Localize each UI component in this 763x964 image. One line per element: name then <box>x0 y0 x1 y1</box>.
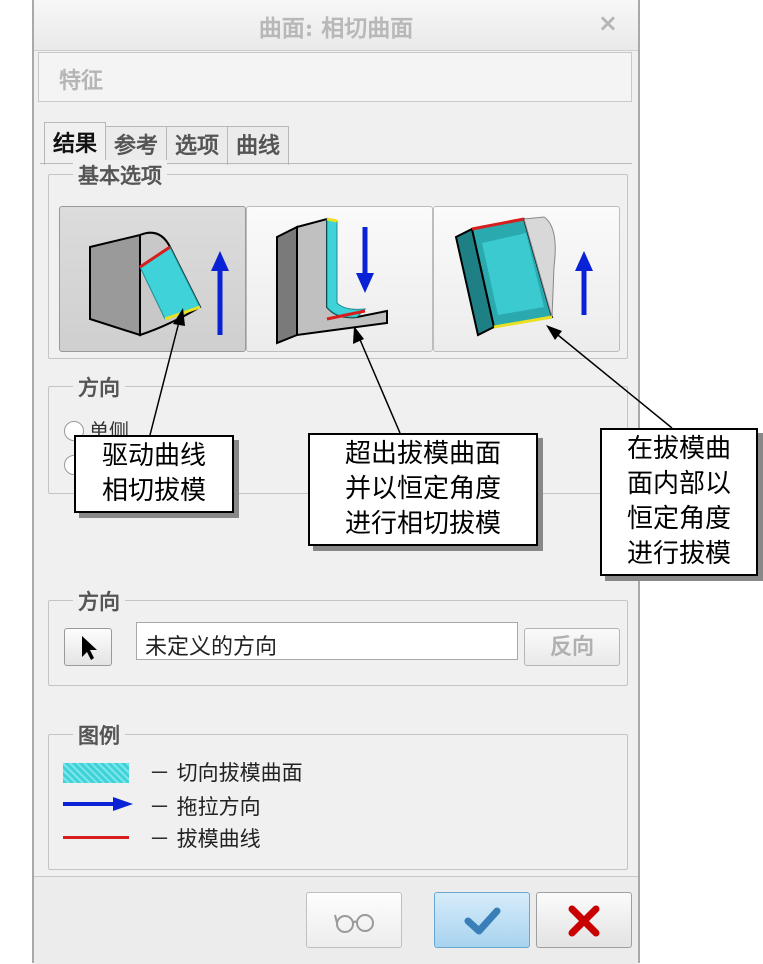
tab-strip: 结果 参考 选项 曲线 <box>44 122 290 165</box>
callout-inside-surface: 在拔模曲 面内部以 恒定角度 进行拔模 <box>600 428 758 576</box>
draft-beyond-surface-constant-angle-icon <box>276 217 388 345</box>
callout-inside-surface-line3: 恒定角度 <box>626 504 731 534</box>
direction-group-label: 方向 <box>73 372 125 402</box>
callout-beyond-surface-line3: 进行相切拔模 <box>344 509 501 539</box>
option-beyond-surface-button[interactable] <box>246 206 433 352</box>
arrow-cursor-icon <box>82 636 97 660</box>
tangent-surface-dialog: 曲面: 相切曲面 × 特征 结果 参考 选项 曲线 基本选项 <box>32 0 640 964</box>
result-panel: 基本选项 <box>40 160 632 874</box>
glasses-icon <box>334 914 374 933</box>
callout-drive-curve-line2: 相切拔模 <box>101 476 206 506</box>
tab-references[interactable]: 参考 <box>105 126 168 165</box>
direction-field[interactable]: 未定义的方向 <box>136 622 518 660</box>
callout-drive-curve-line1: 驱动曲线 <box>101 441 206 471</box>
option-inside-surface-button[interactable] <box>433 206 620 352</box>
checkmark-icon <box>464 907 501 935</box>
callout-inside-surface-line2: 面内部以 <box>626 469 731 499</box>
callout-beyond-surface: 超出拔模曲面 并以恒定角度 进行相切拔模 <box>308 433 538 546</box>
callout-inside-surface-line1: 在拔模曲 <box>626 434 731 464</box>
option-drive-curve-button[interactable] <box>59 206 246 352</box>
legend-surface-swatch <box>63 763 129 783</box>
direction-field-group: 方向 <box>48 586 628 686</box>
basic-options-label: 基本选项 <box>73 160 167 190</box>
ok-button[interactable] <box>434 892 530 948</box>
legend-pull-arrow-icon <box>63 797 133 811</box>
legend-group: 图例 － 切向拔模曲面 － 拖拉方向 － 拔模曲线 <box>48 720 628 870</box>
feature-bar: 特征 <box>38 52 632 102</box>
preview-button[interactable] <box>306 892 402 948</box>
tab-result[interactable]: 结果 <box>44 122 107 165</box>
tab-curves[interactable]: 曲线 <box>227 126 290 165</box>
legend-pull-text: － 拖拉方向 <box>149 795 261 819</box>
feature-label: 特征 <box>59 68 104 94</box>
dialog-footer <box>34 876 638 964</box>
direction-field-label: 方向 <box>73 586 125 616</box>
callout-drive-curve: 驱动曲线 相切拔模 <box>74 435 234 513</box>
direction-picker-button[interactable] <box>64 628 112 666</box>
dialog-title: 曲面: 相切曲面 <box>258 15 414 42</box>
close-icon[interactable]: × <box>597 9 618 37</box>
red-x-icon <box>568 905 600 937</box>
legend-label: 图例 <box>73 720 125 750</box>
callout-beyond-surface-line1: 超出拔模曲面 <box>344 439 501 469</box>
tab-options[interactable]: 选项 <box>166 126 229 165</box>
callout-inside-surface-line4: 进行拔模 <box>626 539 731 569</box>
legend-surface-text: － 切向拔模曲面 <box>149 761 303 785</box>
callout-beyond-surface-line2: 并以恒定角度 <box>344 474 501 504</box>
legend-curve-text: － 拔模曲线 <box>149 827 261 851</box>
basic-options-group: 基本选项 <box>48 160 628 359</box>
reverse-button[interactable]: 反向 <box>524 628 620 666</box>
legend-curve-swatch <box>63 836 129 839</box>
title-bar: 曲面: 相切曲面 × <box>34 0 638 51</box>
cancel-button[interactable] <box>536 892 632 948</box>
drive-curve-tangent-draft-icon <box>89 231 229 337</box>
draft-inside-surface-constant-angle-icon <box>454 216 593 337</box>
